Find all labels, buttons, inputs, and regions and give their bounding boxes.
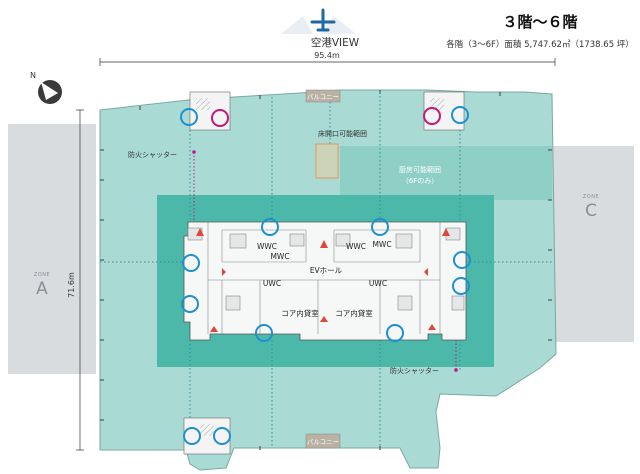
- zone-a-area: [8, 124, 96, 374]
- width-label: 95.4m: [314, 51, 340, 60]
- fire-shutter-right: 防火シャッター: [390, 366, 439, 375]
- compass-north-label: N: [30, 71, 36, 80]
- ev-hall-label: EVホール: [310, 266, 343, 275]
- zone-c-small: ZONE: [583, 194, 599, 200]
- area-label: 各階（3～6F）面積 5,747.62㎡（1738.65 坪）: [446, 39, 634, 50]
- floor-opening-area: [315, 143, 339, 179]
- compass-icon: [38, 80, 62, 104]
- wwc-left-label: WWC: [257, 242, 277, 251]
- core-rental-left-label: コア内貸室: [281, 308, 319, 318]
- kitchen-label-1: 厨房可能範囲: [399, 165, 441, 174]
- magenta-circle-markers: [211, 107, 441, 127]
- balcony-bottom: [305, 433, 341, 449]
- zone-c-area: [548, 146, 634, 342]
- uwc-right-label: UWC: [369, 279, 387, 288]
- balcony-bottom-label: バルコニー: [307, 438, 339, 446]
- height-dimension: [76, 109, 84, 451]
- core-interior: [187, 222, 465, 334]
- stair-hatches: [196, 98, 444, 436]
- core-rental-right-label: コア内貸室: [335, 308, 373, 318]
- balcony-top: [305, 89, 341, 103]
- red-markers: [196, 228, 450, 332]
- wwc-right-label: WWC: [346, 242, 366, 251]
- core-block: [183, 221, 467, 341]
- airplane-icon: [281, 8, 356, 34]
- mwc-left-label: MWC: [270, 252, 289, 261]
- mwc-right-label: MWC: [372, 240, 391, 249]
- zone-a-letter: A: [36, 279, 48, 299]
- floor-title: ３階〜６階: [502, 13, 577, 31]
- view-label: 空港VIEW: [311, 36, 360, 49]
- uwc-left-label: UWC: [263, 279, 281, 288]
- zone-a-small: ZONE: [34, 272, 50, 278]
- blue-circle-markers: [180, 106, 471, 445]
- shutter-point-left: [192, 150, 196, 154]
- zone-c-letter: C: [585, 201, 597, 221]
- dotted-grid: [100, 92, 552, 448]
- kitchen-area: [340, 146, 552, 200]
- shutter-point-right: [454, 368, 458, 372]
- fire-shutter-left: 防火シャッター: [128, 150, 177, 159]
- floor-opening-label: 床開口可能範囲: [318, 129, 367, 138]
- kitchen-label-2: （6Fのみ）: [402, 177, 438, 185]
- width-dimension: [99, 58, 556, 66]
- height-label: 71.6m: [67, 272, 76, 298]
- balcony-top-label: バルコニー: [307, 93, 339, 101]
